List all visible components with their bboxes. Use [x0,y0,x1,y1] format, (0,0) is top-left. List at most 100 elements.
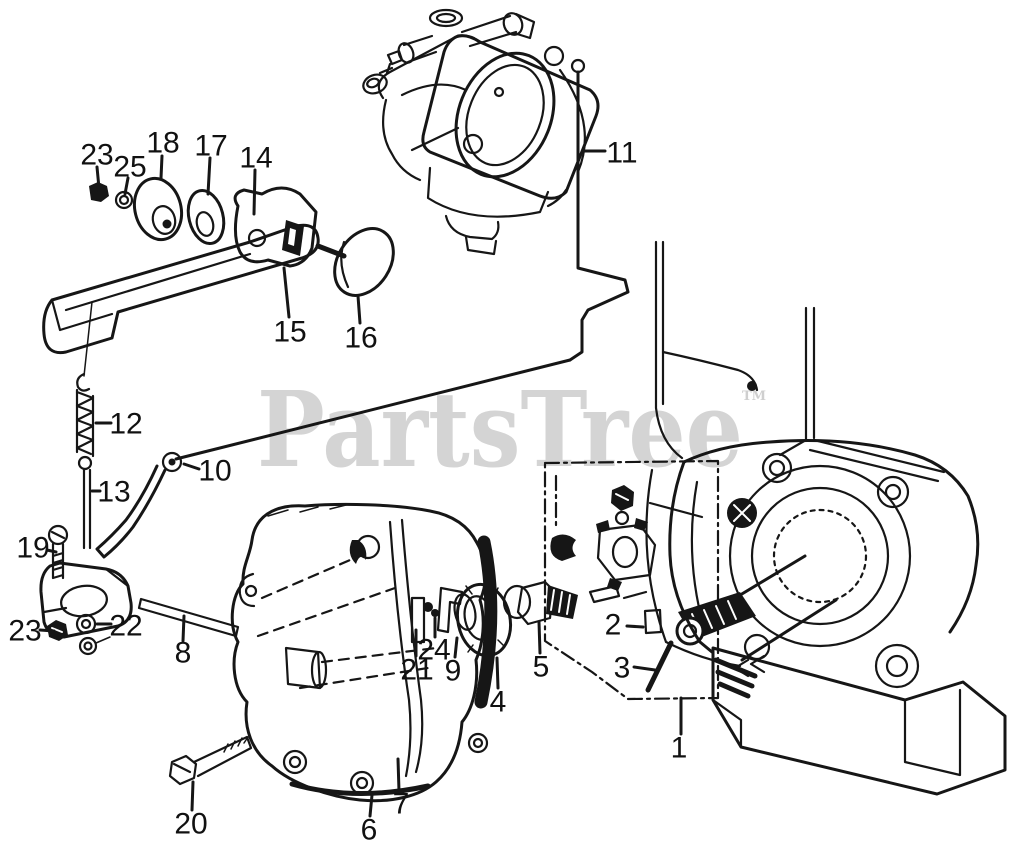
callout-leader-4 [495,656,500,690]
callout-leader-2 [625,624,645,629]
throttle-link-rod [174,358,572,461]
callout-leader-5 [537,620,542,655]
callout-number-11: 11 [606,137,637,170]
hex-nut-top-cap [89,184,101,196]
boss-top-left [761,452,793,484]
spring-bottom-hook [77,455,93,471]
cover-hole-br-inner [472,737,484,749]
callout-number-25: 25 [113,151,146,184]
cover-shadow-band [474,535,498,709]
cover-hole-top-shadow [349,540,367,564]
screw-24a [423,602,433,612]
cover-hole-bc [349,770,375,796]
callout-leader-14 [252,168,257,216]
fuel-line-pipe [568,70,630,362]
callout-number-2: 2 [605,609,622,642]
boss-bottom-right [874,643,920,689]
washer-22b-inner [83,641,93,651]
pin-3 [645,640,674,693]
carb-inlet-ring-inner [435,12,457,24]
spring-anchor-line [83,301,93,377]
callout-number-10: 10 [198,455,231,488]
screw-24b [431,609,439,617]
callout-number-7: 7 [393,788,410,821]
callout-number-12: 12 [109,408,142,441]
carb-body-right [546,68,586,208]
lever-10-arm [95,464,167,559]
pump-body-notches [465,585,505,653]
hub-ring-dashed [772,508,868,604]
bolt-20-head [168,754,198,786]
control-bracket-assembly [42,176,395,377]
pin-8 [137,597,240,638]
throttle-bracket-slot [60,584,108,618]
gov-washer [614,510,630,526]
callout-leader-6 [368,793,374,818]
governor-assembly-box [543,459,720,701]
callout-number-16: 16 [344,322,377,355]
callout-leader-9 [453,636,459,659]
carb-tube-right [460,14,518,48]
callout-leader-18 [159,154,164,180]
cover-hidden-lines [256,558,438,690]
disc-18-outer [132,176,184,242]
cover-ear-hole [244,584,258,598]
boss-bottom-right-inner [885,654,909,678]
throttle-bracket-edges [42,567,130,614]
watermark-text: PartsTree [257,368,743,491]
support-bracket [778,306,946,483]
carb-bolt-head [362,73,388,95]
mount-block-edges [711,646,962,777]
callout-number-4: 4 [490,686,507,719]
washer-22a-outer [75,613,97,635]
carb-flange [421,34,600,200]
cover-ear [238,572,256,608]
pump-body-4-inner [463,595,495,641]
lever-10-pivot [161,451,183,473]
callout-number-19: 19 [16,532,49,565]
fuel-line [568,58,630,362]
callout-number-22: 22 [109,610,142,643]
callout-number-23: 23 [80,139,113,172]
lever-14-hole [247,228,267,248]
gov-fork-arms [588,584,648,604]
lever-14-slot-inner [288,228,296,246]
callout-leader-19 [45,548,58,554]
callout-leader-20 [190,780,195,812]
callout-number-18: 18 [146,127,179,160]
governor-rod-13 [82,468,92,550]
fuel-line-hook [570,58,586,74]
case-screw-cross [733,504,751,522]
washer-17-outer [186,188,226,246]
mount-chevrons [733,654,766,678]
callout-leader-3 [632,665,657,672]
callout-number-21: 21 [400,654,433,687]
carb-bolt-head-inner [366,77,380,89]
cover-hole-br [467,732,489,754]
lever-14 [233,186,318,268]
carb-flange-hole-bottom [462,133,484,155]
carb-tube-right-cap [512,12,536,40]
callout-number-17: 17 [194,130,227,163]
callout-number-5: 5 [533,651,550,684]
mount-hatch [713,657,758,699]
carb-body-top [377,34,476,100]
callout-leader-23 [38,628,56,633]
plug-5-threads [546,585,578,619]
callout-number-3: 3 [614,652,631,685]
crankcase-cover [230,502,498,803]
disc-18-mid [151,205,177,235]
clip-2 [643,608,663,635]
washer-17-inner [195,211,215,237]
callout-leader-25 [123,176,130,196]
callout-number-20: 20 [174,808,207,841]
bolt-19-shaft [50,530,66,580]
dashed-box [543,459,720,701]
choke-plate-edge [340,240,350,289]
carb-bolt-clip [378,49,404,75]
callout-leader-7 [396,757,401,793]
lever-10-pivot-pin [168,458,176,466]
callout-leader-16 [356,294,362,325]
